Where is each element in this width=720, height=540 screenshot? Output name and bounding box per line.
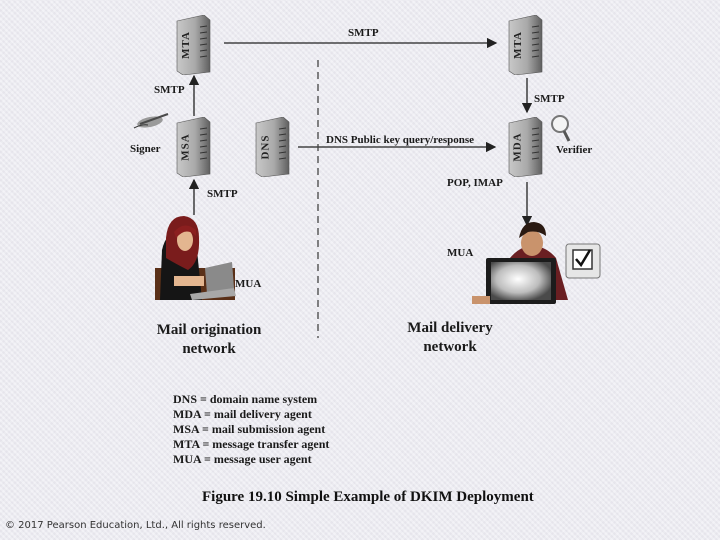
- signer-label: Signer: [130, 143, 161, 155]
- mta-left-server: MTA: [174, 15, 212, 75]
- abbreviation-legend: DNS = domain name system MDA = mail deli…: [173, 392, 329, 467]
- figure-caption: Figure 19.10 Simple Example of DKIM Depl…: [202, 489, 534, 505]
- origination-network-label: Mail origination network: [156, 322, 262, 357]
- mda-server: MDA: [506, 117, 544, 177]
- mua-left-label: MUA: [235, 278, 262, 290]
- legend-item: MDA = mail delivery agent: [173, 407, 312, 421]
- msa-server: MSA: [174, 117, 212, 177]
- smtp-left-lower-label: SMTP: [207, 188, 238, 200]
- msa-label: MSA: [180, 133, 193, 161]
- dns-server: DNS: [253, 117, 291, 177]
- mua-right-label: MUA: [447, 247, 474, 259]
- copyright-notice: © 2017 Pearson Education, Ltd., All righ…: [5, 520, 266, 531]
- smtp-right-label: SMTP: [534, 93, 565, 105]
- sender-person-illustration: [155, 216, 236, 300]
- recipient-person-illustration: [472, 222, 601, 304]
- verifier-magnifier-icon: [551, 115, 571, 142]
- mta-right-label: MTA: [512, 31, 525, 59]
- pop-imap-label: POP, IMAP: [447, 177, 503, 189]
- dns-query-label: DNS Public key query/response: [326, 134, 475, 146]
- legend-item: MSA = mail submission agent: [173, 422, 326, 436]
- legend-item: MUA = message user agent: [173, 452, 312, 466]
- smtp-left-upper-label: SMTP: [154, 84, 185, 96]
- signer-pen-icon: [133, 113, 169, 129]
- mda-label: MDA: [512, 132, 524, 162]
- legend-item: DNS = domain name system: [173, 392, 318, 406]
- dns-label: DNS: [259, 134, 272, 160]
- verifier-label: Verifier: [556, 144, 593, 156]
- mta-left-label: MTA: [180, 31, 193, 59]
- delivery-network-label: Mail delivery network: [407, 320, 493, 355]
- legend-item: MTA = message transfer agent: [173, 437, 330, 451]
- smtp-top-label: SMTP: [348, 27, 379, 39]
- mta-right-server: MTA: [506, 15, 544, 75]
